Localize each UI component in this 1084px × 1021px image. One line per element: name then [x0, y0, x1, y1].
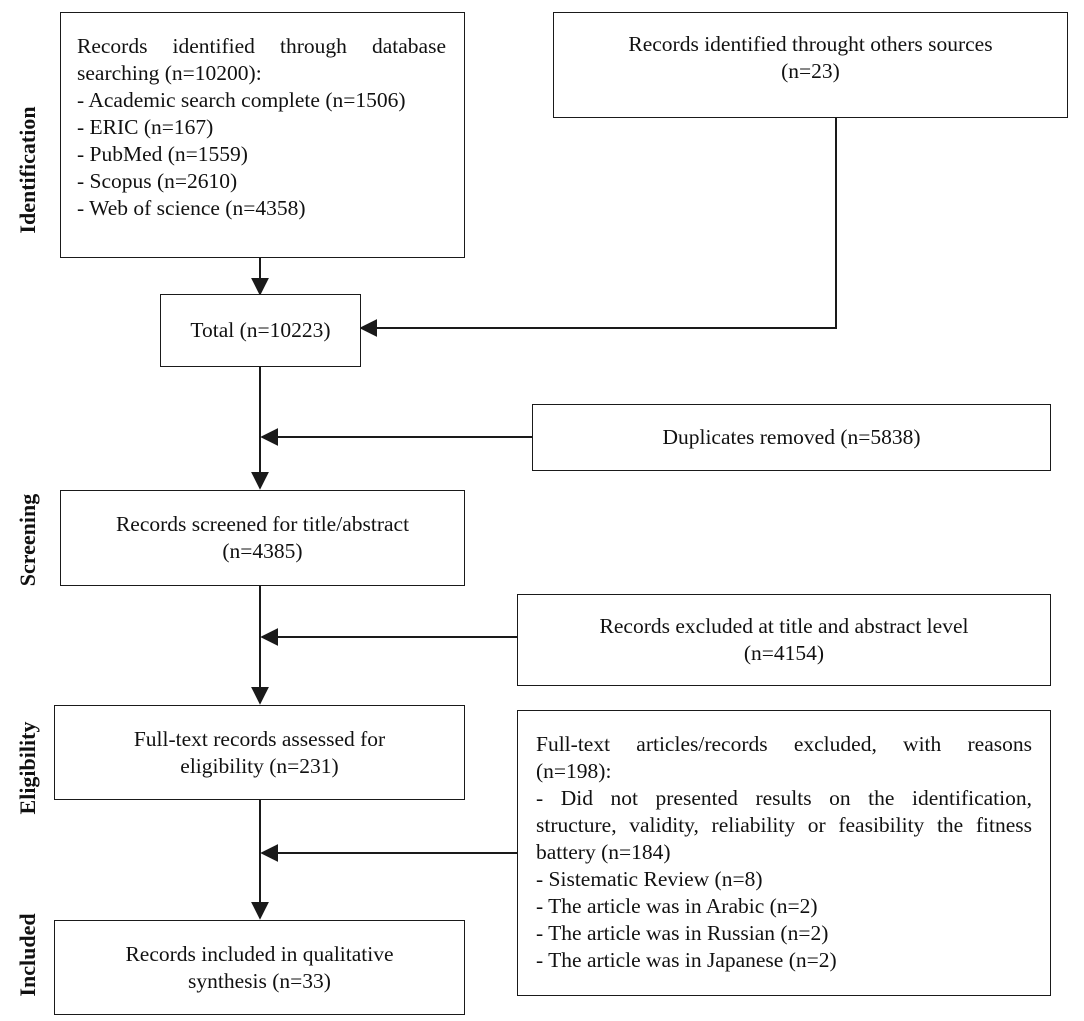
- included-line2: synthesis (n=33): [188, 968, 331, 993]
- duplicates-label: Duplicates removed (n=5838): [662, 425, 921, 449]
- fulltext-excluded-line: Full-text articles/records excluded, wit…: [536, 732, 1032, 756]
- database-source-item: - Scopus (n=2610): [77, 169, 238, 193]
- screened-line2: (n=4385): [222, 539, 303, 563]
- fulltext-line1: Full-text records assessed for: [133, 726, 386, 751]
- database-records-title-line1: Records identified through database: [77, 34, 446, 58]
- other-sources-line2: (n=23): [781, 59, 840, 83]
- box-other-sources: Records identified throught others sourc…: [553, 12, 1068, 118]
- excluded-title-line2: (n=4154): [743, 641, 825, 665]
- fulltext-excluded-line: - The article was in Arabic (n=2): [536, 894, 818, 918]
- excluded-title-line1: Records excluded at title and abstract l…: [599, 614, 969, 638]
- fulltext-excluded-line: - The article was in Japanese (n=2): [536, 948, 837, 972]
- box-records-screened: Records screened for title/abstract (n=4…: [60, 490, 465, 586]
- arrow-other-to-total: [359, 118, 837, 337]
- fulltext-excluded-line: - The article was in Russian (n=2): [536, 921, 829, 945]
- fulltext-line2: eligibility (n=231): [180, 753, 339, 778]
- database-records-title-line2: searching (n=10200):: [77, 61, 262, 85]
- box-total: Total (n=10223): [160, 294, 361, 367]
- box-fulltext-excluded: Full-text articles/records excluded, wit…: [517, 710, 1051, 996]
- fulltext-excluded-line: (n=198):: [536, 759, 612, 783]
- fulltext-excluded-line: - Sistematic Review (n=8): [536, 867, 763, 891]
- box-duplicates-removed: Duplicates removed (n=5838): [532, 404, 1051, 471]
- other-sources-line1: Records identified throught others sourc…: [628, 32, 993, 56]
- database-source-item: - Web of science (n=4358): [77, 196, 306, 220]
- database-source-item: - Academic search complete (n=1506): [77, 88, 406, 112]
- box-fulltext-assessed: Full-text records assessed for eligibili…: [54, 705, 465, 800]
- box-excluded-title-abstract: Records excluded at title and abstract l…: [517, 594, 1051, 686]
- fulltext-excluded-line: structure, validity, reliability or feas…: [536, 813, 1032, 837]
- box-records-included: Records included in qualitative synthesi…: [54, 920, 465, 1015]
- total-label: Total (n=10223): [190, 318, 331, 342]
- database-source-item: - ERIC (n=167): [77, 115, 214, 139]
- screened-line1: Records screened for title/abstract: [115, 512, 410, 536]
- fulltext-excluded-line: battery (n=184): [536, 840, 671, 864]
- included-line1: Records included in qualitative: [125, 941, 394, 966]
- fulltext-excluded-line: - Did not presented results on the ident…: [536, 786, 1032, 810]
- box-database-records: Records identified through database sear…: [60, 12, 465, 258]
- database-source-item: - PubMed (n=1559): [77, 142, 248, 166]
